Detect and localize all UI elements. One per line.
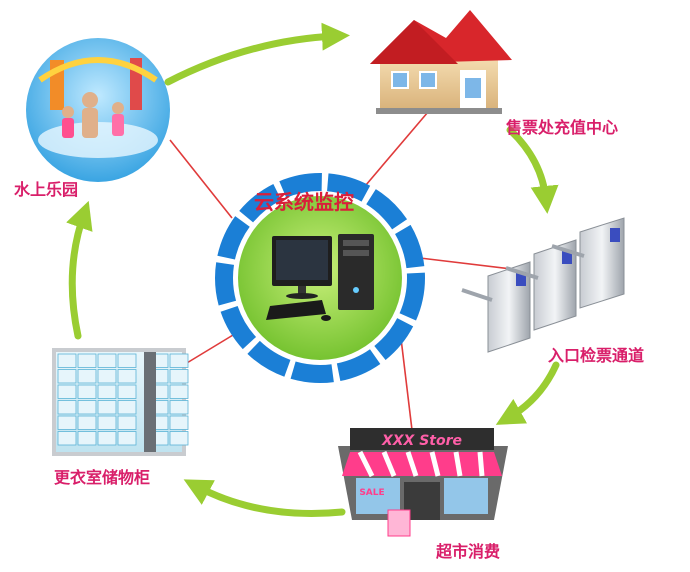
- flow-arrows: [66, 22, 560, 517]
- flow-arrow-ticket-to-gate: [506, 126, 559, 214]
- locker-door: [77, 431, 97, 446]
- label-water-park: 水上乐园: [14, 180, 79, 199]
- locker-door: [117, 400, 137, 415]
- locker-door: [97, 353, 117, 368]
- computer-icon: [266, 234, 374, 321]
- locker-image: [52, 348, 189, 456]
- locker-door: [57, 384, 77, 399]
- locker-door: [97, 431, 117, 446]
- turnstile: [461, 261, 531, 353]
- connector-lines: [169, 111, 521, 431]
- locker-door: [77, 369, 97, 384]
- locker-grid: [57, 353, 189, 446]
- water-park-image: [26, 38, 170, 182]
- locker-door: [97, 415, 117, 430]
- locker-door: [57, 431, 77, 446]
- turnstile: [505, 239, 577, 331]
- locker-door: [57, 400, 77, 415]
- store-sign: XXX Store: [381, 433, 462, 449]
- locker-door: [77, 353, 97, 368]
- flow-arrow-store-to-locker: [183, 479, 346, 517]
- turnstile: [551, 217, 625, 309]
- locker-door: [169, 353, 189, 368]
- connector-ticket-office: [359, 111, 429, 193]
- connector-entrance-gate: [419, 257, 521, 271]
- monitoring-hub: [215, 173, 425, 383]
- locker-door: [117, 431, 137, 446]
- label-ticket-office: 售票处充值中心: [506, 118, 619, 137]
- locker-door: [57, 369, 77, 384]
- locker-door: [57, 353, 77, 368]
- locker-door: [169, 369, 189, 384]
- locker-door: [169, 400, 189, 415]
- locker-door: [169, 384, 189, 399]
- center-title: 云系统监控: [254, 190, 354, 214]
- entrance-gate-image: [461, 217, 625, 353]
- locker-door: [97, 384, 117, 399]
- connector-water-park: [169, 139, 233, 219]
- locker-door: [77, 400, 97, 415]
- flow-arrow-locker-to-water: [66, 200, 93, 340]
- ticket-office-image: [370, 10, 512, 114]
- locker-door: [117, 353, 137, 368]
- locker-door: [117, 369, 137, 384]
- locker-door: [97, 369, 117, 384]
- awning-sale-text: SALE: [359, 488, 384, 498]
- supermarket-image: XXX Store SALE: [338, 428, 508, 537]
- label-locker: 更衣室储物柜: [54, 468, 151, 487]
- locker-door: [77, 384, 97, 399]
- flow-arrow-gate-to-store: [495, 361, 560, 425]
- locker-door: [117, 415, 137, 430]
- locker-door: [169, 431, 189, 446]
- label-entrance-gate: 入口检票通道: [548, 346, 645, 365]
- label-supermarket: 超市消费: [436, 542, 501, 561]
- locker-door: [57, 415, 77, 430]
- flow-arrow-water-to-ticket: [164, 22, 350, 86]
- hub-ring: [215, 173, 425, 383]
- locker-door: [97, 400, 117, 415]
- connector-supermarket: [399, 329, 413, 431]
- locker-door: [169, 415, 189, 430]
- locker-door: [117, 384, 137, 399]
- locker-door: [77, 415, 97, 430]
